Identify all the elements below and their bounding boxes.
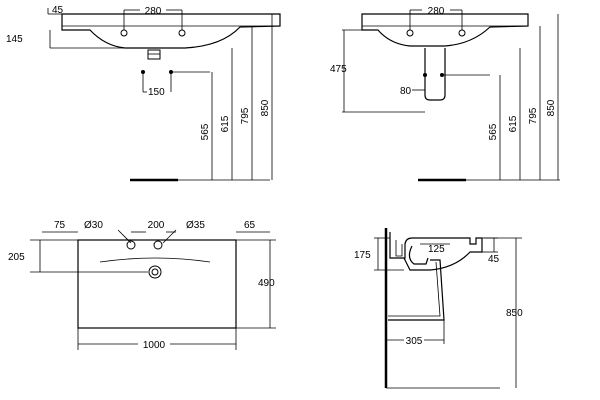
waste-hole <box>148 265 162 279</box>
waste-trap <box>147 49 161 60</box>
siphon <box>408 245 429 265</box>
dim-projection-305: 305 <box>406 336 423 347</box>
dim-waste-spacing: 150 <box>148 87 165 98</box>
dim-hole-spacing: 200 <box>148 220 165 231</box>
dim-h-850: 850 <box>546 99 557 116</box>
tap-hole-right <box>153 240 163 250</box>
tap-hole-right <box>178 29 186 37</box>
basin-section <box>389 232 483 271</box>
dim-tap-spacing: 280 <box>428 6 445 17</box>
dim-h-565: 565 <box>488 123 499 140</box>
dim-lip-45: 45 <box>488 254 500 265</box>
dim-depth-205: 205 <box>8 252 25 263</box>
dim-h-795: 795 <box>528 107 539 124</box>
basin-plan-outline <box>77 239 237 329</box>
dim-depth-490: 490 <box>258 278 275 289</box>
dim-width-1000: 1000 <box>143 340 166 351</box>
dim-h-475: 475 <box>330 64 347 75</box>
dim-bowl-125: 125 <box>428 244 445 255</box>
dim-left-offset: 75 <box>54 220 66 231</box>
dim-h-615: 615 <box>508 115 519 132</box>
front-view-pedestal: 280 475 80 565 615 795 850 <box>330 6 560 182</box>
plan-view: 75 Ø30 200 Ø35 65 205 490 1000 <box>8 220 276 351</box>
dim-tap-spacing: 280 <box>145 6 162 17</box>
dim-top-offset: 45 <box>52 5 64 16</box>
basin-outline <box>61 13 281 49</box>
side-section-view: 175 125 45 305 850 <box>354 228 523 389</box>
basin-outline <box>361 13 529 47</box>
pedestal <box>424 48 446 101</box>
tap-hole-left <box>126 240 136 250</box>
front-view-wall-hung: 280 45 145 150 565 615 795 850 <box>6 5 281 182</box>
dim-h-565: 565 <box>200 123 211 140</box>
dim-hole-right: Ø35 <box>186 220 205 231</box>
dim-h-795: 795 <box>240 107 251 124</box>
dim-hole-left: Ø30 <box>84 220 103 231</box>
pedestal-section <box>388 259 445 321</box>
tap-hole-right <box>458 29 466 37</box>
dim-h-175: 175 <box>354 250 371 261</box>
dim-h-850: 850 <box>260 99 271 116</box>
dim-basin-depth: 145 <box>6 34 23 45</box>
dim-waste-offset: 80 <box>400 86 412 97</box>
dim-h-850: 850 <box>506 308 523 319</box>
dim-right-offset: 65 <box>244 220 256 231</box>
tap-hole-left <box>406 29 414 37</box>
dim-h-615: 615 <box>220 115 231 132</box>
tap-hole-left <box>120 29 128 37</box>
